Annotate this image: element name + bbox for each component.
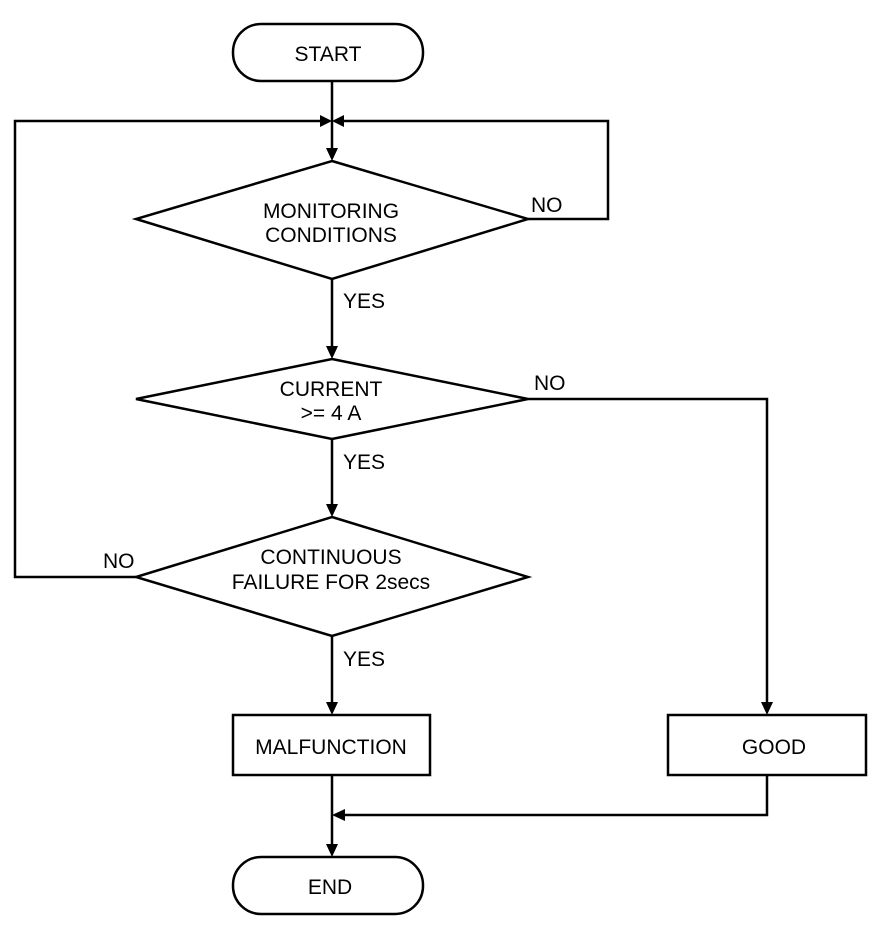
end-label: END — [308, 876, 352, 899]
monitoring-no-label: NO — [531, 194, 563, 217]
start-label: START — [295, 43, 362, 66]
malfunction-box — [231, 713, 432, 777]
arrow-into-current — [326, 346, 338, 359]
arrow-into-continuous — [326, 504, 338, 517]
continuous-label-line1: CONTINUOUS — [260, 546, 401, 569]
current-no-label: NO — [534, 372, 566, 395]
connector-good-to-end — [345, 775, 769, 817]
connector-current-no — [528, 397, 769, 702]
malfunction-label: MALFUNCTION — [255, 736, 407, 759]
arrow-good-merge — [332, 809, 345, 821]
good-label: GOOD — [742, 736, 806, 759]
continuous-label-line2: FAILURE FOR 2secs — [232, 571, 430, 594]
monitoring-label-line1: MONITORING — [263, 200, 399, 223]
current-label-line2: >= 4 A — [301, 402, 362, 425]
end-terminal — [231, 855, 425, 916]
current-label-line1: CURRENT — [280, 378, 383, 401]
monitoring-yes-label: YES — [343, 290, 385, 313]
arrow-into-malfunction — [326, 702, 338, 715]
connector-monitoring-no-loop — [344, 119, 610, 221]
continuous-yes-label: YES — [343, 648, 385, 671]
current-yes-label: YES — [343, 451, 385, 474]
monitoring-label-line2: CONDITIONS — [265, 224, 397, 247]
arrow-left-loop-merge — [320, 115, 332, 127]
start-terminal — [231, 22, 425, 83]
arrow-right-loop-merge — [332, 115, 344, 127]
arrow-into-monitoring — [326, 148, 338, 161]
continuous-no-label: NO — [103, 550, 135, 573]
arrow-into-end — [326, 844, 338, 857]
arrow-into-good — [761, 702, 773, 715]
connector-continuous-no-loop — [13, 119, 320, 579]
